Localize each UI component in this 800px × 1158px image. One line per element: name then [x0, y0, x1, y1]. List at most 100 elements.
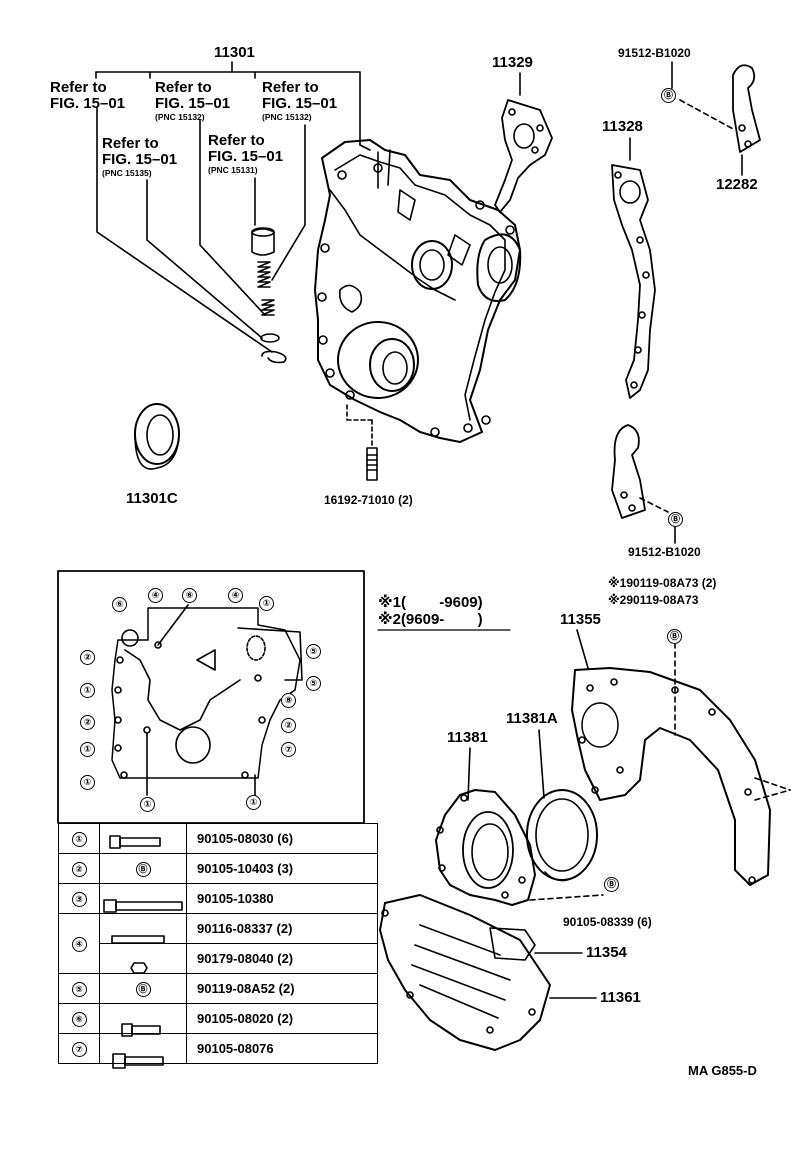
ref-mark: ② [71, 862, 87, 877]
timing-cover [315, 140, 520, 442]
end-plate-label: 11355 [560, 611, 601, 628]
mark-b: Ⓑ [604, 877, 619, 892]
refer-pnc: (PNC 15132) [262, 112, 312, 122]
refer-line: Refer to [50, 79, 107, 96]
legend-row-2: ※2(9609- ) [378, 611, 483, 628]
locator-mark: ⑥ [112, 597, 127, 612]
mark-b: Ⓑ [661, 88, 676, 103]
part-number: 90116-08337 (2) [186, 913, 378, 944]
part-number: 90179-08040 (2) [186, 943, 378, 974]
bolt-icon-cell [99, 1033, 187, 1064]
refer-pnc: (PNC 15131) [208, 165, 258, 175]
ref-mark: ⑦ [71, 1042, 87, 1057]
refer-line: Refer to [262, 79, 319, 96]
refer-note: Refer to FIG. 15–01 (PNC 15135) [102, 135, 178, 179]
part-number: 90105-08030 (6) [186, 823, 378, 854]
locator-mark: ⑥ [182, 588, 197, 603]
locator-mark: ① [259, 596, 274, 611]
locator-mark: ① [80, 683, 95, 698]
table-row: ④ 90116-08337 (2) [58, 913, 378, 974]
oil-seal-retainer [436, 748, 603, 905]
locator-mark: ⑦ [281, 742, 296, 757]
front-oil-seal [135, 404, 179, 469]
bolt-icon-cell [99, 943, 187, 974]
cover-gasket-top [495, 73, 552, 212]
b-mark: Ⓑ [135, 862, 151, 877]
table-row: ② Ⓑ 90105-10403 (3) [58, 853, 378, 884]
retainer-bolt-label: 90105-08339 (6) [563, 915, 652, 929]
locator-mark: ⑤ [306, 676, 321, 691]
refer-line: Refer to [155, 79, 212, 96]
plate-note-1: ※190119-08A73 (2) [608, 576, 717, 590]
refer-note: Refer to FIG. 15–01 (PNC 15132) [155, 79, 231, 123]
small-gasket-label: 11354 [586, 944, 627, 961]
locator-mark: ④ [148, 588, 163, 603]
refer-note: Refer to FIG. 15–01 [50, 80, 125, 112]
part-number: 90119-08A52 (2) [186, 973, 378, 1004]
table-row: ⑦ 90105-08076 [58, 1033, 378, 1064]
table-row: ⑥ 90105-08020 (2) [58, 1003, 378, 1034]
rear-end-plate [572, 630, 790, 885]
ref-mark: ④ [71, 937, 87, 952]
rear-oil-seal-label: 11381A [506, 710, 558, 727]
bolt-location-inset [58, 571, 364, 823]
refer-line: Refer to [102, 135, 159, 152]
legend-mark: ※1 [378, 594, 401, 611]
engine-hanger-top [672, 62, 760, 175]
mark-b: Ⓑ [668, 512, 683, 527]
legend-mark: ※2 [378, 611, 401, 628]
cover-gasket-side [612, 138, 655, 398]
refer-pnc: (PNC 15132) [155, 112, 205, 122]
front-oil-seal-label: 11301C [126, 490, 178, 507]
bolt-lower-label: 91512-B1020 [628, 545, 701, 559]
legend-range: ( -9609) [400, 594, 483, 611]
refer-fig: FIG. 15–01 [262, 95, 338, 112]
refer-fig: FIG. 15–01 [155, 95, 231, 112]
relief-valve-parts [252, 228, 286, 363]
ref-mark: ③ [71, 892, 87, 907]
locator-mark: ④ [228, 588, 243, 603]
bolt-icon-cell [99, 913, 187, 944]
ref-mark: ⑥ [71, 1012, 87, 1027]
gasket-side-label: 11328 [602, 118, 643, 135]
main-callout-tree [96, 62, 370, 352]
rear-oil-seal [527, 730, 597, 881]
lower-cover [380, 895, 596, 1050]
refer-line: Refer to [208, 132, 265, 149]
part-number: 90105-08020 (2) [186, 1003, 378, 1034]
lower-cover-label: 11361 [600, 989, 641, 1006]
table-row: ① 90105-08030 (6) [58, 823, 378, 854]
locator-mark: ② [80, 715, 95, 730]
refer-note: Refer to FIG. 15–01 (PNC 15132) [262, 79, 338, 123]
table-row: ⑤ Ⓑ 90119-08A52 (2) [58, 973, 378, 1004]
locator-mark: ① [80, 742, 95, 757]
table-row: 90179-08040 (2) [59, 943, 378, 974]
engine-hanger-lower [612, 425, 675, 543]
refer-fig: FIG. 15–01 [102, 151, 178, 168]
bolt-top-label: 91512-B1020 [618, 46, 691, 60]
part-number: 90105-08076 [186, 1033, 378, 1064]
refer-fig: FIG. 15–01 [50, 95, 126, 112]
gasket-top-label: 11329 [492, 54, 533, 71]
part-number: 90105-10380 [186, 883, 378, 914]
refer-fig: FIG. 15–01 [208, 148, 284, 165]
main-part-label: 11301 [214, 44, 255, 61]
ref-mark: ⑤ [71, 982, 87, 997]
table-row: ③ 90105-10380 [58, 883, 378, 914]
bolt-icon-cell [99, 823, 187, 854]
mark-b: Ⓑ [667, 629, 682, 644]
refer-pnc: (PNC 15135) [102, 168, 152, 178]
stud-bolt [347, 405, 377, 480]
bolt-icon-cell [99, 883, 187, 914]
refer-note: Refer to FIG. 15–01 (PNC 15131) [208, 132, 284, 176]
stud-label: 16192-71010 (2) [324, 493, 413, 507]
drawing-code: MA G855-D [688, 1063, 757, 1078]
retainer-label: 11381 [447, 729, 488, 746]
locator-mark: ① [80, 775, 95, 790]
locator-mark: ① [140, 797, 155, 812]
legend-row-1: ※1( -9609) [378, 594, 483, 611]
legend-range: (9609- ) [400, 611, 483, 628]
locator-mark: ⑧ [281, 693, 296, 708]
bolt-icon-cell [99, 1003, 187, 1034]
